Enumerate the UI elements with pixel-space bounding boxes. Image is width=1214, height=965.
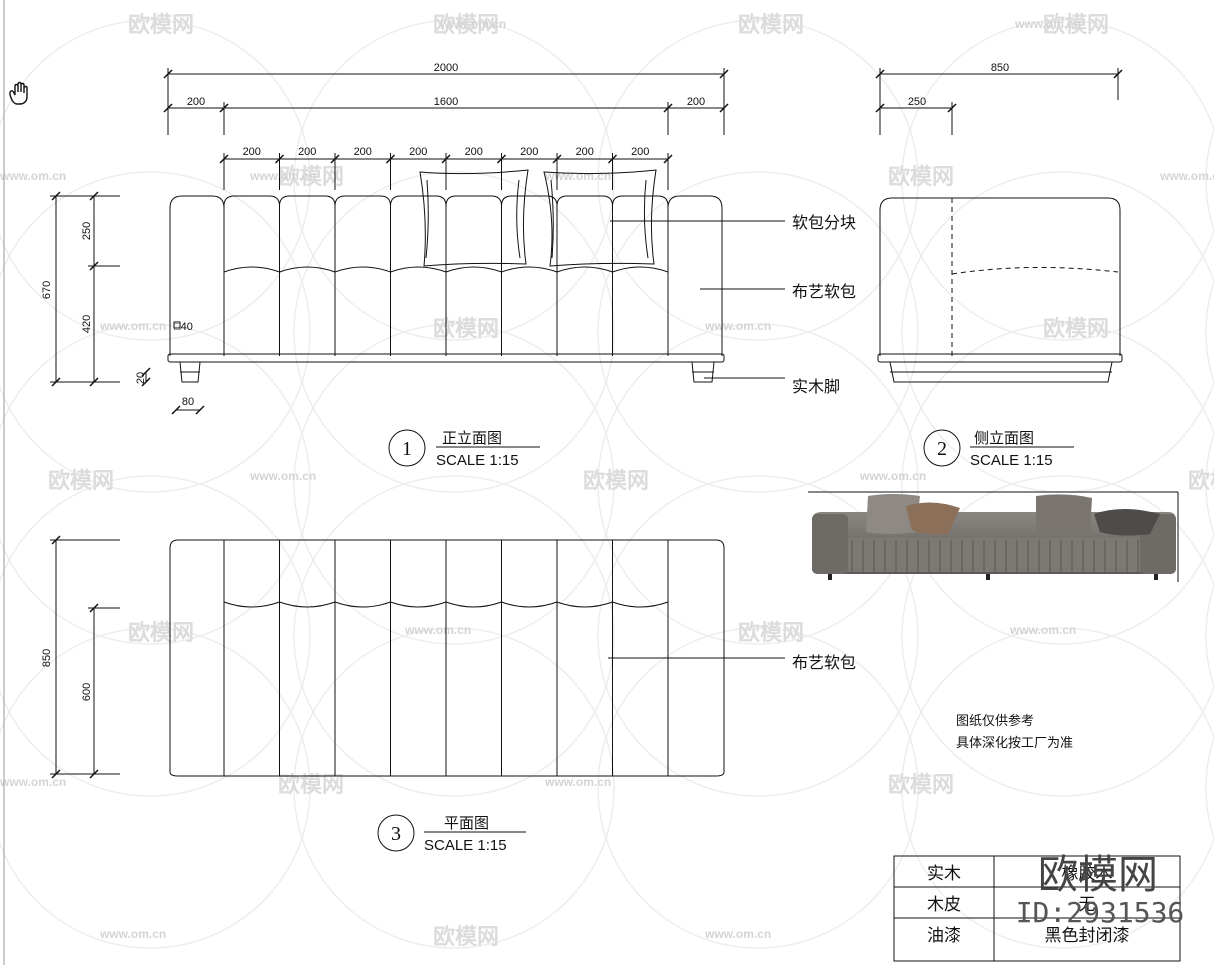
front-dim-left-arm: 200 — [187, 96, 205, 108]
watermark-site: www.om.cn — [249, 169, 316, 183]
watermark-logo: 欧模网 — [128, 620, 194, 646]
plan-dim-depth-total: 850 — [41, 649, 53, 667]
side-view-title: 侧立面图 — [974, 429, 1034, 447]
svg-text:2000: 2000 — [434, 62, 458, 74]
watermark-logo: 欧模网 — [1043, 316, 1109, 342]
side-view-scale: SCALE 1:15 — [970, 452, 1053, 469]
stamp-watermark-brand: 欧模网 — [1038, 852, 1158, 898]
front-dim-module: 200 — [576, 146, 594, 158]
side-dim-overall: 850 — [991, 62, 1009, 74]
material-table-label: 实木 — [927, 864, 961, 884]
watermark-site: www.om.cn — [99, 319, 166, 333]
watermark-logo: 欧模网 — [738, 12, 804, 38]
watermark-logo: 欧模网 — [1188, 468, 1214, 494]
side-view-number: 2 — [937, 438, 947, 460]
plan-view — [50, 535, 785, 852]
watermark-logo: 欧模网 — [888, 164, 954, 190]
front-dim-module: 200 — [465, 146, 483, 158]
material-table — [893, 855, 1181, 962]
plan-view-title: 平面图 — [444, 814, 489, 832]
watermark-logo: 欧模网 — [583, 468, 649, 494]
watermark-site: www.om.cn — [0, 169, 66, 183]
watermark-site: www.om.cn — [544, 169, 611, 183]
front-dim-modules: 200 200 200 200 200 200 200 200 — [243, 146, 650, 158]
front-dim-module: 200 — [520, 146, 538, 158]
stamp-watermark-id: ID:2931536 — [1016, 896, 1185, 929]
watermark-logo: 欧模网 — [128, 12, 194, 38]
front-dim-height-upper: 250 — [81, 222, 93, 240]
watermark-logo: 欧模网 — [433, 12, 499, 38]
front-dim-base: 20 — [135, 372, 147, 384]
side-dim-back: 250 — [908, 96, 926, 108]
front-dim-height-total: 670 — [41, 281, 53, 299]
watermark-site: www.om.cn — [704, 927, 771, 941]
material-table-value: 无 — [1079, 895, 1096, 915]
plan-callout-fabric: 布艺软包 — [792, 653, 856, 672]
material-table-label: 油漆 — [927, 926, 961, 946]
watermark-site: www.om.cn — [1159, 169, 1214, 183]
watermark-site: www.om.cn — [0, 775, 66, 789]
watermark-site: www.om.cn — [544, 775, 611, 789]
note-line-1: 图纸仅供参考 — [956, 713, 1034, 729]
callout-leg: 实木脚 — [792, 377, 840, 396]
watermark-logo: 欧模网 — [433, 924, 499, 950]
front-view-scale: SCALE 1:15 — [436, 452, 519, 469]
front-dim-center: 1600 — [434, 96, 458, 108]
watermark-logo: 欧模网 — [738, 620, 804, 646]
front-dim-right-arm: 200 — [687, 96, 705, 108]
front-dim-module: 200 — [409, 146, 427, 158]
front-dim-module: 200 — [243, 146, 261, 158]
front-dim-module: 200 — [354, 146, 372, 158]
front-dim-overall: 2000 — [434, 62, 458, 74]
front-dim-square: □40 — [174, 321, 193, 333]
callout-fabric: 布艺软包 — [792, 282, 856, 301]
watermark-site: www.om.cn — [249, 469, 316, 483]
front-view-number: 1 — [402, 438, 412, 460]
watermark-logo: 欧模网 — [278, 164, 344, 190]
watermark-logo: 欧模网 — [48, 468, 114, 494]
sofa-photo — [808, 491, 1179, 582]
watermark-site: www.om.cn — [99, 927, 166, 941]
watermark-logo: 欧模网 — [1043, 12, 1109, 38]
plan-view-scale: SCALE 1:15 — [424, 837, 507, 854]
material-table-value: 黑色封闭漆 — [1045, 926, 1130, 946]
watermark-site: www.om.cn — [1009, 623, 1076, 637]
front-dim-foot: 80 — [182, 396, 194, 408]
front-dim-height-lower: 420 — [81, 315, 93, 333]
front-dim-module: 200 — [298, 146, 316, 158]
front-elevation — [50, 68, 785, 467]
callout-panel: 软包分块 — [792, 213, 856, 232]
front-dim-module: 200 — [631, 146, 649, 158]
watermark-layer: 欧模网欧模网欧模网欧模网欧模网欧模网欧模网欧模网欧模网欧模网欧模网欧模网欧模网欧… — [0, 12, 1214, 950]
material-table-value: 橡胶木 — [1062, 864, 1113, 884]
side-elevation — [875, 68, 1123, 467]
front-view-title: 正立面图 — [442, 429, 502, 447]
watermark-site: www.om.cn — [704, 319, 771, 333]
watermark-site: www.om.cn — [439, 17, 506, 31]
watermark-logo: 欧模网 — [888, 772, 954, 798]
hand-cursor-icon[interactable] — [9, 81, 28, 105]
watermark-logo: 欧模网 — [433, 316, 499, 342]
plan-dim-seat: 600 — [81, 683, 93, 701]
note-line-2: 具体深化按工厂为准 — [956, 736, 1073, 751]
material-table-label: 木皮 — [927, 895, 961, 915]
watermark-site: www.om.cn — [404, 623, 471, 637]
watermark-site: www.om.cn — [859, 469, 926, 483]
watermark-site: www.om.cn — [1014, 17, 1081, 31]
plan-view-number: 3 — [391, 823, 401, 845]
